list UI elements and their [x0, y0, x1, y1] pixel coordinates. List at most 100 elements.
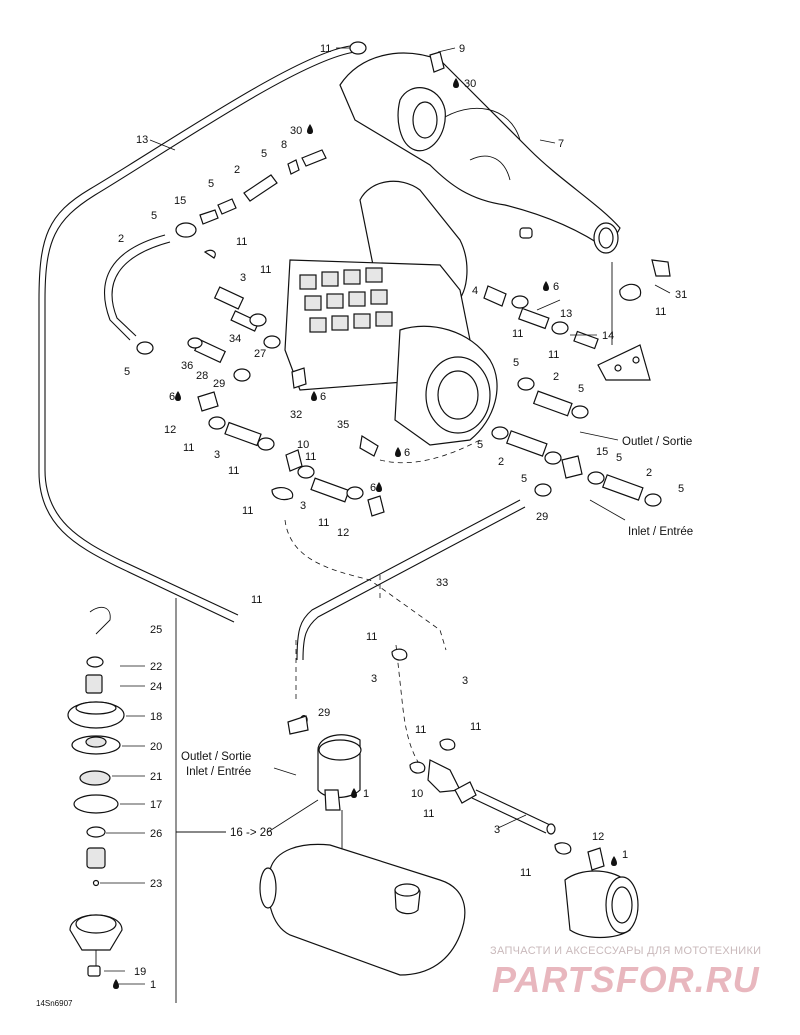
upper-hose-cluster	[103, 41, 662, 517]
callout-18: 18	[150, 711, 162, 723]
callout-5: 5	[678, 483, 684, 495]
callout-22: 22	[150, 661, 162, 673]
callout-29: 29	[318, 707, 330, 719]
callout-24: 24	[150, 681, 162, 693]
callout-5: 5	[208, 178, 214, 190]
callout-17: 17	[150, 799, 162, 811]
inlet-label-top: Inlet / Entrée	[628, 526, 693, 538]
callout-31: 31	[675, 289, 687, 301]
callout-11: 11	[520, 867, 531, 879]
tuned-pipe-7	[339, 52, 621, 254]
callout-20: 20	[150, 741, 162, 753]
callout-13: 13	[560, 308, 572, 320]
drop-icon	[351, 788, 357, 798]
callout-2: 2	[118, 233, 124, 245]
callout-11: 11	[512, 328, 523, 340]
callout-12: 12	[164, 424, 176, 436]
drop-icon	[543, 281, 549, 291]
watermark: ЗАПЧАСТИ И АКСЕССУАРЫ ДЛЯ МОТОТЕХНИКИ PA…	[490, 945, 761, 1000]
callout-5: 5	[477, 439, 483, 451]
callout-3: 3	[494, 824, 500, 836]
callout-14: 14	[602, 330, 614, 342]
callout-11: 11	[548, 349, 559, 361]
callout-6: 6	[320, 391, 326, 403]
callout-5: 5	[151, 210, 157, 222]
callout-30: 30	[290, 125, 302, 137]
callout-11: 11	[318, 517, 329, 529]
callout-11: 11	[470, 721, 481, 733]
callout-15: 15	[174, 195, 186, 207]
outlet-label-top: Outlet / Sortie	[622, 436, 692, 448]
engine-block	[284, 180, 498, 464]
callout-23: 23	[150, 878, 162, 890]
cylinder-fins	[299, 267, 393, 333]
callout-36: 36	[181, 360, 193, 372]
callout-26: 26	[150, 828, 162, 840]
callout-11: 11	[251, 594, 262, 606]
drop-icon	[307, 124, 313, 134]
figure-code: 14Sn6907	[36, 999, 73, 1008]
watermark-logo: PARTSFOR.RU	[492, 959, 760, 1000]
callout-25: 25	[150, 624, 162, 636]
callout-29: 29	[213, 378, 225, 390]
callout-5: 5	[124, 366, 130, 378]
drop-icon	[311, 391, 317, 401]
callout-5: 5	[261, 148, 267, 160]
callout-30: 30	[464, 78, 476, 90]
drop-icon	[453, 78, 459, 88]
callout-5: 5	[513, 357, 519, 369]
callout-5: 5	[616, 452, 622, 464]
callout-28: 28	[196, 370, 208, 382]
callout-3: 3	[300, 500, 306, 512]
callout-1: 1	[363, 788, 369, 800]
callout-10: 10	[297, 439, 309, 451]
callout-3: 3	[371, 673, 377, 685]
lower-right-cluster	[391, 648, 639, 939]
callout-10: 10	[411, 788, 423, 800]
callout-11: 11	[228, 465, 239, 477]
callout-8: 8	[281, 139, 287, 151]
callout-11: 11	[423, 808, 434, 820]
inlet-label-left: Inlet / Entrée	[186, 766, 251, 778]
callout-9: 9	[459, 43, 465, 55]
callout-19: 19	[134, 966, 146, 978]
callout-12: 12	[337, 527, 349, 539]
callout-33: 33	[436, 577, 448, 589]
callout-11: 11	[183, 442, 194, 454]
drop-icon	[376, 482, 382, 492]
callout-27: 27	[254, 348, 266, 360]
outlet-label-left: Outlet / Sortie	[181, 751, 251, 763]
callout-13: 13	[136, 134, 148, 146]
callout-2: 2	[234, 164, 240, 176]
callout-5: 5	[521, 473, 527, 485]
callout-35: 35	[337, 419, 349, 431]
callout-11: 11	[260, 264, 271, 276]
bracket-31	[597, 259, 671, 381]
callout-12: 12	[592, 831, 604, 843]
callout-34: 34	[229, 333, 241, 345]
callout-2: 2	[498, 456, 504, 468]
drop-icon	[175, 391, 181, 401]
callout-11: 11	[236, 236, 247, 248]
callout-1: 1	[622, 849, 628, 861]
callout-15: 15	[596, 446, 608, 458]
callout-4: 4	[472, 285, 478, 297]
callout-11: 11	[415, 724, 426, 736]
callout-3: 3	[240, 272, 246, 284]
callout-11: 11	[366, 631, 377, 643]
callout-3: 3	[462, 675, 468, 687]
callout-11: 11	[305, 451, 316, 463]
exploded-column	[67, 598, 226, 1003]
callout-6: 6	[404, 447, 410, 459]
hose-13	[38, 45, 356, 623]
callout-7: 7	[558, 138, 564, 150]
callout-5: 5	[578, 383, 584, 395]
callout-2: 2	[553, 371, 559, 383]
callout-11: 11	[655, 306, 666, 318]
callout-labels: 11 9 30 13 30 8 7 5 2 5 15 5 2 11 3 11 4…	[118, 43, 687, 991]
lower-center-cluster	[259, 715, 466, 976]
callout-2: 2	[646, 467, 652, 479]
callout-6: 6	[169, 391, 175, 403]
callout-32: 32	[290, 409, 302, 421]
